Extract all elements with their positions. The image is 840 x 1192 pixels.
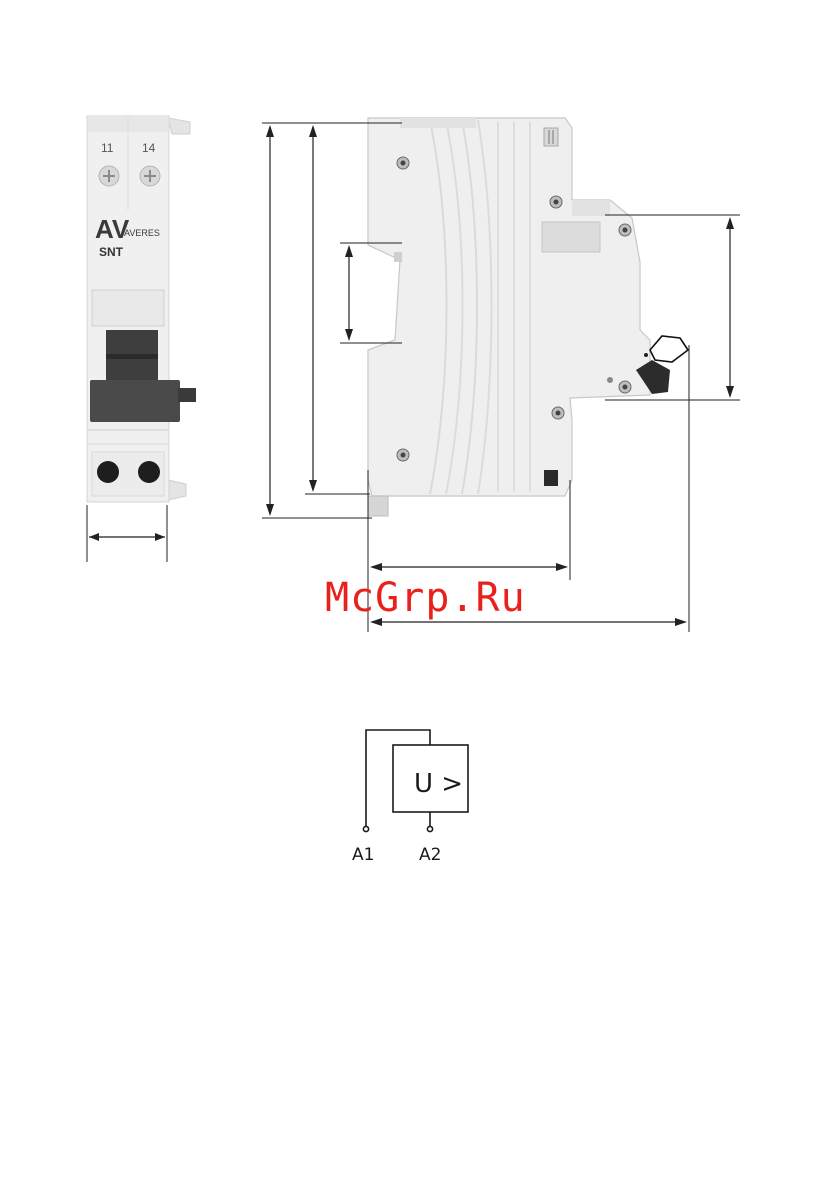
relay-symbol-label: U > <box>414 769 463 799</box>
rail-clip-top <box>168 118 190 134</box>
toggle-lever <box>90 380 180 422</box>
bottom-terminal-hole-right <box>138 461 160 483</box>
pin-a1-label: A1 <box>352 845 374 865</box>
model-label: SNT <box>99 245 124 259</box>
label-window <box>542 222 600 252</box>
terminal-label-11: 11 <box>101 141 114 155</box>
rail-clip-bottom <box>168 480 186 500</box>
front-view: 11 14 AV AVERES SNT <box>87 116 196 562</box>
pin-a2-terminal <box>427 826 432 831</box>
bottom-terminal-hole-left <box>97 461 119 483</box>
test-button <box>178 388 196 402</box>
watermark: McGrp.Ru <box>325 575 526 621</box>
bottom-clip <box>544 470 558 486</box>
pin-a2-label: A2 <box>419 845 441 865</box>
logo-text: AVERES <box>124 228 160 238</box>
lever-outline <box>650 336 688 362</box>
terminal-label-14: 14 <box>142 141 156 155</box>
side-body <box>368 118 650 496</box>
pin-a1-terminal <box>363 826 368 831</box>
side-view <box>368 118 688 516</box>
